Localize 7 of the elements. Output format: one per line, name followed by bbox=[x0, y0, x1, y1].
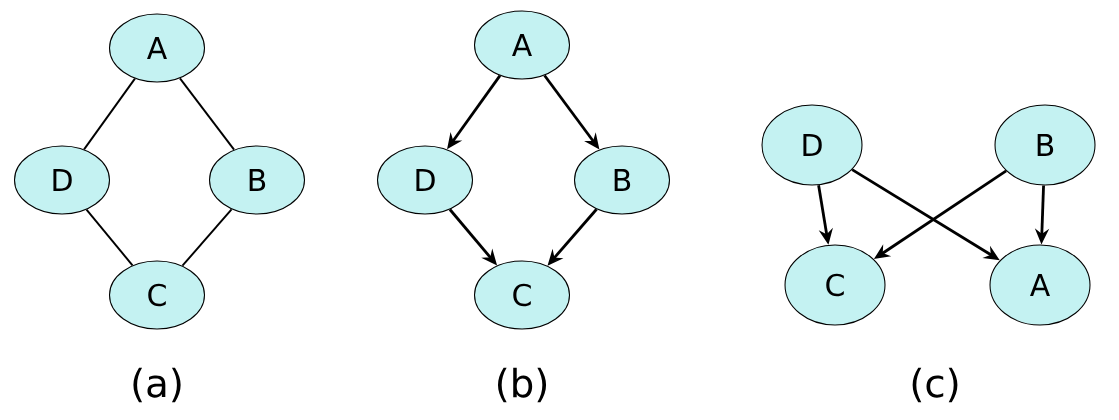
connector-line bbox=[83, 77, 136, 151]
panel-label: (c) bbox=[912, 367, 958, 403]
panel-label: (a) bbox=[133, 367, 181, 403]
connector-line bbox=[181, 208, 233, 267]
connector-line bbox=[85, 208, 134, 267]
connector-line bbox=[179, 77, 235, 151]
panel-label: (b) bbox=[498, 367, 547, 403]
